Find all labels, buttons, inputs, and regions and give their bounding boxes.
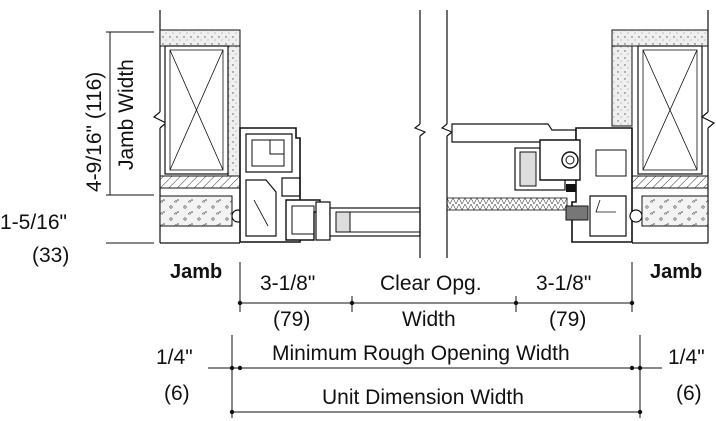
right-frame-metric-label: (79)	[549, 308, 586, 331]
jamb-height-dimension-label: 4-9/16" (116)	[83, 72, 106, 192]
opening-break-lines	[413, 10, 454, 258]
left-frame-metric-label: (79)	[273, 308, 310, 331]
left-frame-imperial-label: 3-1/8"	[260, 272, 315, 295]
jamb-right-label: Jamb	[650, 261, 702, 283]
dimension-lines	[106, 31, 662, 418]
min-rough-opening-label: Minimum Rough Opening Width	[272, 342, 570, 365]
right-wall-section	[611, 10, 716, 244]
gap-left-metric-label: (6)	[164, 382, 190, 405]
left-wall-section	[152, 10, 245, 244]
gap-right-metric-label: (6)	[676, 382, 702, 405]
unit-dimension-label: Unit Dimension Width	[322, 386, 524, 409]
left-glass-panel	[329, 207, 421, 237]
right-frame-imperial-label: 3-1/8"	[536, 272, 591, 295]
sill-height-metric-label: (33)	[32, 244, 69, 267]
right-frame-profile	[539, 127, 633, 243]
clear-opening-label-line2: Width	[402, 308, 456, 331]
jamb-left-label: Jamb	[170, 261, 222, 283]
jamb-width-label: Jamb Width	[115, 59, 138, 170]
clear-opening-label-line1: Clear Opg.	[380, 272, 482, 295]
gap-right-imperial-label: 1/4"	[668, 346, 705, 369]
gap-left-imperial-label: 1/4"	[156, 346, 193, 369]
sill-height-imperial-label: 1-5/16"	[0, 211, 67, 234]
dimension-ticks	[229, 300, 643, 415]
left-frame-profile	[239, 127, 331, 243]
